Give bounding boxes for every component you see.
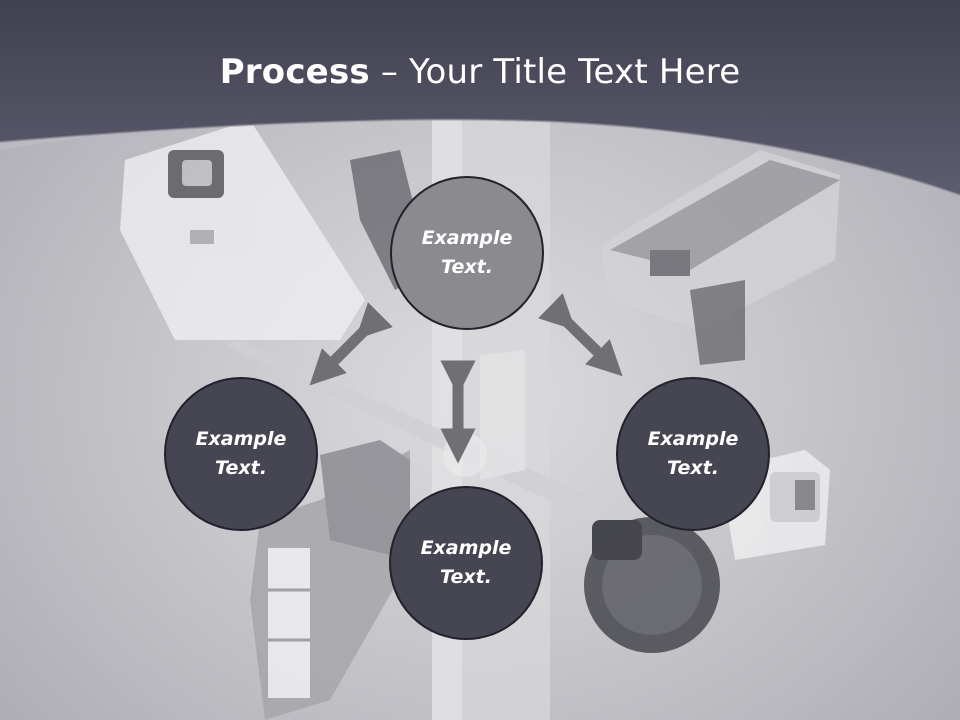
node-label: Example Text. [195, 428, 287, 479]
node-label: Example Text. [421, 227, 513, 278]
process-node-top[interactable]: Example Text. [390, 176, 544, 330]
process-node-left[interactable]: Example Text. [164, 377, 318, 531]
node-label: Example Text. [647, 428, 739, 479]
process-node-bottom[interactable]: Example Text. [389, 486, 543, 640]
page-title: Process – Your Title Text Here [0, 52, 960, 92]
arrow-top-right [538, 293, 623, 377]
arrow-top-left [309, 302, 393, 386]
process-node-right[interactable]: Example Text. [616, 377, 770, 531]
title-rest: – Your Title Text Here [369, 52, 741, 92]
header-band [0, 0, 960, 196]
node-label: Example Text. [420, 537, 512, 588]
title-bold: Process [219, 52, 370, 92]
